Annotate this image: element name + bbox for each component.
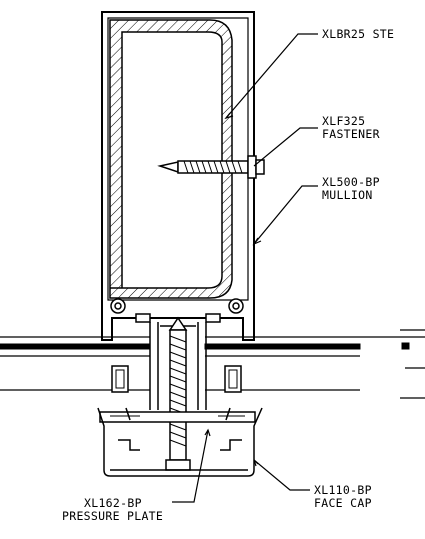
pressure-plate-fastener [165,316,191,471]
setting-blocks [111,365,242,393]
callout-mullion-line-2: MULLION [322,188,373,202]
callout-fastener: XLF325 FASTENER [322,115,380,141]
callout-mullion: XL500-BP MULLION [322,176,380,202]
callout-face-cap-line-1: XL110-BP [314,483,372,497]
pressure-plate [99,411,256,423]
face-cap [97,407,263,477]
callout-face-cap: XL110-BP FACE CAP [314,484,372,510]
callout-pressure-plate-line-2: PRESSURE PLATE [62,509,164,523]
callout-fastener-line-2: FASTENER [322,127,380,141]
callout-mullion-line-1: XL500-BP [322,175,380,189]
screw-bosses [110,298,244,314]
callout-face-cap-line-2: FACE CAP [314,496,372,510]
fastener-screw [157,155,265,179]
steel-reinforcement [109,19,233,299]
leader-lines [172,33,318,503]
callout-pressure-plate: XL162-BP PRESSURE PLATE [62,497,163,523]
callout-pressure-plate-line-1: XL162-BP [84,496,142,510]
callout-fastener-line-1: XLF325 [322,114,366,128]
callout-steel-line-1: XLBR25 STE [322,27,395,41]
callout-steel-reinforcement: XLBR25 STE [322,28,394,41]
mullion-profile [101,11,255,341]
